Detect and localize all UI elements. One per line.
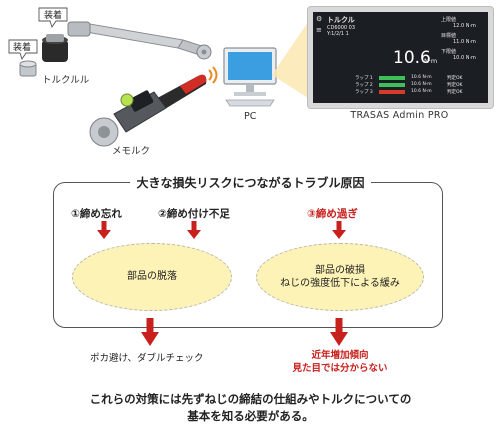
row-value: 10.6 N·m bbox=[411, 82, 432, 87]
result-rows: ラップ 1 10.6 N·m 判定OK ラップ 2 10.6 N·m 判定OK … bbox=[355, 75, 481, 96]
row-name: ラップ 2 bbox=[355, 83, 373, 88]
arrow-down-icon bbox=[332, 221, 346, 239]
result-right-line1: 部品の破損 bbox=[315, 264, 365, 276]
result-ellipse-right: 部品の破損 ねじの強度低下による緩み bbox=[256, 243, 424, 311]
row-value: 10.6 N·m bbox=[411, 89, 432, 94]
monitor-caption: TRASAS Admin PRO bbox=[350, 110, 449, 121]
upper-value: 12.0 N·m bbox=[453, 23, 476, 29]
install-bubble-2 bbox=[8, 39, 38, 60]
row-note: 判定OK bbox=[447, 90, 463, 95]
arrow-down-icon bbox=[187, 221, 201, 239]
conclusion-line2: 基本を知る必要がある。 bbox=[187, 408, 314, 423]
upper-label: 上限値 bbox=[441, 17, 457, 23]
arrow-down-icon bbox=[97, 221, 111, 239]
note-countermeasure: ポカ避け、ダブルチェック bbox=[90, 353, 204, 364]
screen-title: トルクル bbox=[327, 16, 355, 24]
pc-label: PC bbox=[244, 111, 257, 122]
row-bar bbox=[379, 76, 405, 80]
result-ellipse-left: 部品の脱落 bbox=[72, 243, 232, 311]
trasas-screen: トルクル CD6000 03 Y:1/2/1 1 ⚙ ≡ 上限値 12.0 N·… bbox=[313, 12, 488, 103]
install-label-1: 装着 bbox=[44, 11, 63, 21]
cause-forgot-tighten: ①締め忘れ bbox=[71, 208, 122, 220]
screen-line2: Y:1/2/1 1 bbox=[327, 31, 349, 37]
memoruku-wrench-illustration bbox=[89, 74, 207, 147]
note-trend-line2: 見た目では分からない bbox=[292, 362, 388, 374]
pc-to-software-connector bbox=[272, 22, 308, 98]
row-bar bbox=[379, 90, 405, 94]
diagram-title-wrap: 大きな損失リスクにつながるトラブル原因 bbox=[0, 172, 501, 191]
result-row: ラップ 2 10.6 N·m 判定OK bbox=[355, 82, 481, 89]
gear-icon: ⚙ bbox=[316, 15, 323, 23]
arrow-down-icon bbox=[330, 318, 348, 346]
row-bar bbox=[379, 83, 405, 87]
row-note: 判定OK bbox=[447, 83, 463, 88]
cause-under-tighten: ②締め付け不足 bbox=[158, 208, 230, 220]
install-bubble-1 bbox=[38, 7, 68, 28]
note-trend: 近年増加傾向 見た目では分からない bbox=[290, 350, 390, 376]
wireless-signal-icon bbox=[208, 66, 218, 84]
menu-icon: ≡ bbox=[316, 26, 322, 34]
row-note: 判定OK bbox=[447, 76, 463, 81]
install-label-2: 装着 bbox=[13, 43, 32, 53]
software-monitor: トルクル CD6000 03 Y:1/2/1 1 ⚙ ≡ 上限値 12.0 N·… bbox=[307, 6, 494, 109]
target-label: 目標値 bbox=[441, 33, 457, 39]
torque-label: トルクルル bbox=[42, 75, 90, 86]
result-left-text: 部品の脱落 bbox=[127, 271, 177, 283]
lower-value: 10.0 N·m bbox=[453, 55, 476, 61]
row-name: ラップ 3 bbox=[355, 90, 373, 95]
lower-label: 下限値 bbox=[441, 49, 457, 55]
target-value: 11.0 N·m bbox=[453, 39, 476, 45]
big-torque-unit: N·m bbox=[424, 57, 438, 65]
result-row: ラップ 3 10.6 N·m 判定OK bbox=[355, 89, 481, 96]
diagram-title: 大きな損失リスクにつながるトラブル原因 bbox=[130, 176, 371, 190]
row-name: ラップ 1 bbox=[355, 76, 373, 81]
memoruku-label: メモルク bbox=[112, 146, 151, 157]
row-value: 10.6 N·m bbox=[411, 75, 432, 80]
big-torque-value: 10.6 bbox=[393, 48, 431, 68]
result-row: ラップ 1 10.6 N·m 判定OK bbox=[355, 75, 481, 82]
torque-wrench-illustration bbox=[19, 21, 212, 77]
arrow-down-icon bbox=[141, 318, 159, 346]
conclusion-line1: これらの対策には先ずねじの締結の仕組みやトルクについての bbox=[89, 392, 412, 406]
note-trend-line1: 近年増加傾向 bbox=[311, 350, 369, 361]
screen-line1: CD6000 03 bbox=[327, 25, 356, 31]
pc-illustration bbox=[223, 47, 277, 107]
cause-over-tighten: ③締め過ぎ bbox=[307, 208, 358, 220]
conclusion-text: これらの対策には先ずねじの締結の仕組みやトルクについての 基本を知る必要がある。 bbox=[0, 391, 501, 424]
result-right-line2: ねじの強度低下による緩み bbox=[280, 278, 400, 289]
